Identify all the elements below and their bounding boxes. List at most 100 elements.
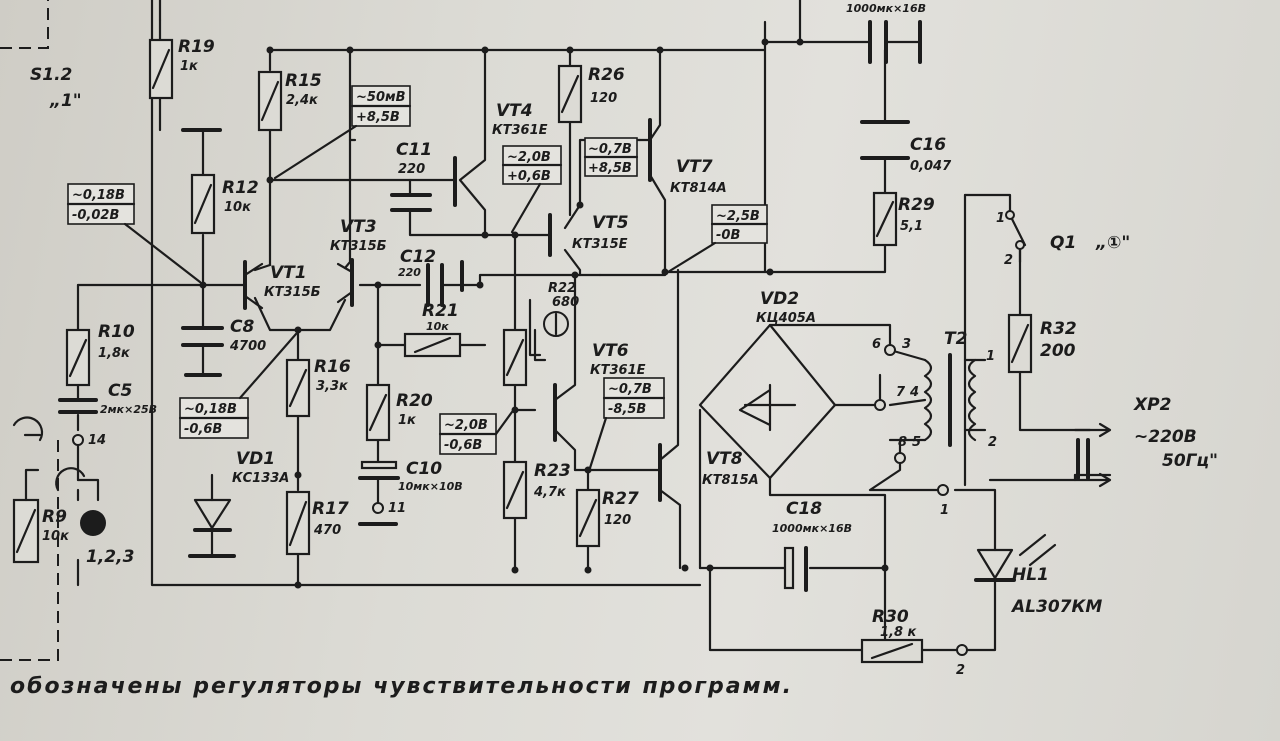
capacitor-c12 xyxy=(426,260,464,307)
resistor-r9 xyxy=(12,468,40,564)
r9-value: 10к xyxy=(42,529,70,544)
voltage-vt3-collector: ~50мВ +8,5В xyxy=(273,85,412,180)
resistor-r10 xyxy=(65,328,91,387)
resistor-r29 xyxy=(872,191,898,247)
r21-ref: R21 xyxy=(422,301,459,321)
capacitor-c8 xyxy=(181,326,224,377)
voltage-vt6-base: ~2,0В -0,6В xyxy=(438,410,514,455)
pin-q1-2: 2 xyxy=(1004,253,1013,268)
xp2-voltage: ~220В xyxy=(1134,427,1197,447)
switch-q1 xyxy=(1008,213,1027,264)
r12-value: 10к xyxy=(224,200,252,215)
c8-ref: C8 xyxy=(230,317,254,337)
r26-ref: R26 xyxy=(588,65,625,85)
resistor-r21 xyxy=(403,332,462,358)
resistors xyxy=(12,38,1033,664)
voltage-output: ~2,5В -0В xyxy=(666,204,769,274)
vt1-ref: VT1 xyxy=(270,263,307,283)
r16-ref: R16 xyxy=(314,357,351,377)
resistor-r16 xyxy=(285,358,311,418)
vt3-ref: VT3 xyxy=(340,217,377,237)
svg-text:+0,6В: +0,6В xyxy=(507,169,551,184)
voltage-vt1-emitter: ~0,18В -0,6В xyxy=(178,332,298,439)
component-labels: S1.2 „1" R19 1к R15 2,4к R26 120 R12 10к… xyxy=(30,2,1218,640)
voltage-vt4: ~2,0В +0,6В xyxy=(501,145,563,234)
r15-value: 2,4к xyxy=(286,93,319,108)
pin-labels: 6 3 7 4 8 5 1 2 1 2 14 11 1 2 1,2,3 xyxy=(86,211,1013,678)
pin-c10-11: 11 xyxy=(388,501,406,516)
r17-value: 470 xyxy=(313,523,341,538)
vd2-ref: VD2 xyxy=(760,289,799,309)
pin-t2-p1: 1 xyxy=(986,349,995,364)
r32-ref: R32 xyxy=(1040,319,1077,339)
svg-text:~2,5В: ~2,5В xyxy=(716,209,760,224)
svg-text:-0,6В: -0,6В xyxy=(444,438,482,453)
capacitor-c5 xyxy=(58,398,98,414)
r26-value: 120 xyxy=(590,91,617,106)
r21-value: 10к xyxy=(426,320,449,333)
pin-t2-7: 7 xyxy=(896,385,906,400)
r10-value: 1,8к xyxy=(98,346,131,361)
page-caption: обозначены регуляторы чувствительности п… xyxy=(10,674,793,699)
transistor-vt1 xyxy=(243,260,264,310)
transformer-t2 xyxy=(888,348,977,447)
q1-mark: „①" xyxy=(1095,233,1130,253)
vt7-value: КТ814А xyxy=(670,181,727,196)
s12-ref: S1.2 xyxy=(30,65,72,85)
vt8-value: КТ815А xyxy=(702,473,759,488)
r29-ref: R29 xyxy=(898,195,935,215)
c18-value: 1000мк×16В xyxy=(772,522,852,535)
r22-ref: R22 xyxy=(548,281,576,296)
r22-value: 680 xyxy=(552,295,579,310)
vd2-value: КЦ405А xyxy=(756,311,816,326)
c10-value: 10мк×10В xyxy=(398,480,463,493)
terminals xyxy=(12,210,1025,656)
voltage-vt1-base: ~0,18В -0,02В xyxy=(66,183,202,284)
vt3-value: КТ315Б xyxy=(330,239,387,254)
pin-t2-4: 4 xyxy=(909,385,919,400)
capacitor-c11 xyxy=(390,193,432,212)
svg-text:-0В: -0В xyxy=(716,228,740,243)
r10-ref: R10 xyxy=(98,322,135,342)
r9-ref: R9 xyxy=(42,507,67,527)
transistor-vt3 xyxy=(336,258,354,307)
transistors xyxy=(243,118,662,502)
vt5-value: КТ315Е xyxy=(572,237,628,252)
capacitor-c18 xyxy=(783,546,808,592)
hl1-ref: HL1 xyxy=(1012,565,1049,585)
r17-ref: R17 xyxy=(312,499,349,519)
c20-value: 1000мк×16В xyxy=(846,2,926,15)
vt6-value: КТ361Е xyxy=(590,363,646,378)
svg-text:-0,6В: -0,6В xyxy=(184,422,222,437)
resistor-r17 xyxy=(285,490,311,556)
led-hl1 xyxy=(974,533,1057,582)
zener-vd1 xyxy=(188,473,236,558)
r29-value: 5,1 xyxy=(900,219,923,234)
adjust-knob-icon xyxy=(543,311,569,337)
resistor-r23 xyxy=(502,460,528,520)
svg-text:~2,0В: ~2,0В xyxy=(444,418,488,433)
resistor-r15 xyxy=(257,70,283,132)
xp2-ref: XP2 xyxy=(1133,395,1171,415)
c16-ref: C16 xyxy=(910,135,946,155)
vt4-value: КТ361Е xyxy=(492,123,548,138)
c5-value: 2мк×25В xyxy=(100,403,157,416)
svg-text:-8,5В: -8,5В xyxy=(608,402,646,417)
c11-value: 220 xyxy=(398,162,425,177)
vt6-ref: VT6 xyxy=(592,341,629,361)
vt1-value: КТ315Б xyxy=(264,285,321,300)
r16-value: 3,3к xyxy=(316,379,349,394)
svg-text:+8,5В: +8,5В xyxy=(356,110,400,125)
resistor-r12 xyxy=(190,173,216,235)
resistor-r22 xyxy=(502,298,542,387)
svg-text:-0,02В: -0,02В xyxy=(72,208,119,223)
r32-value: 200 xyxy=(1040,341,1076,361)
pin-q1-1: 1 xyxy=(996,211,1005,226)
r20-value: 1к xyxy=(398,413,417,428)
resistor-r30 xyxy=(860,638,924,664)
junctions xyxy=(80,38,889,589)
c11-ref: C11 xyxy=(396,140,432,160)
voltage-vt7: ~0,7В +8,5В xyxy=(583,137,639,177)
